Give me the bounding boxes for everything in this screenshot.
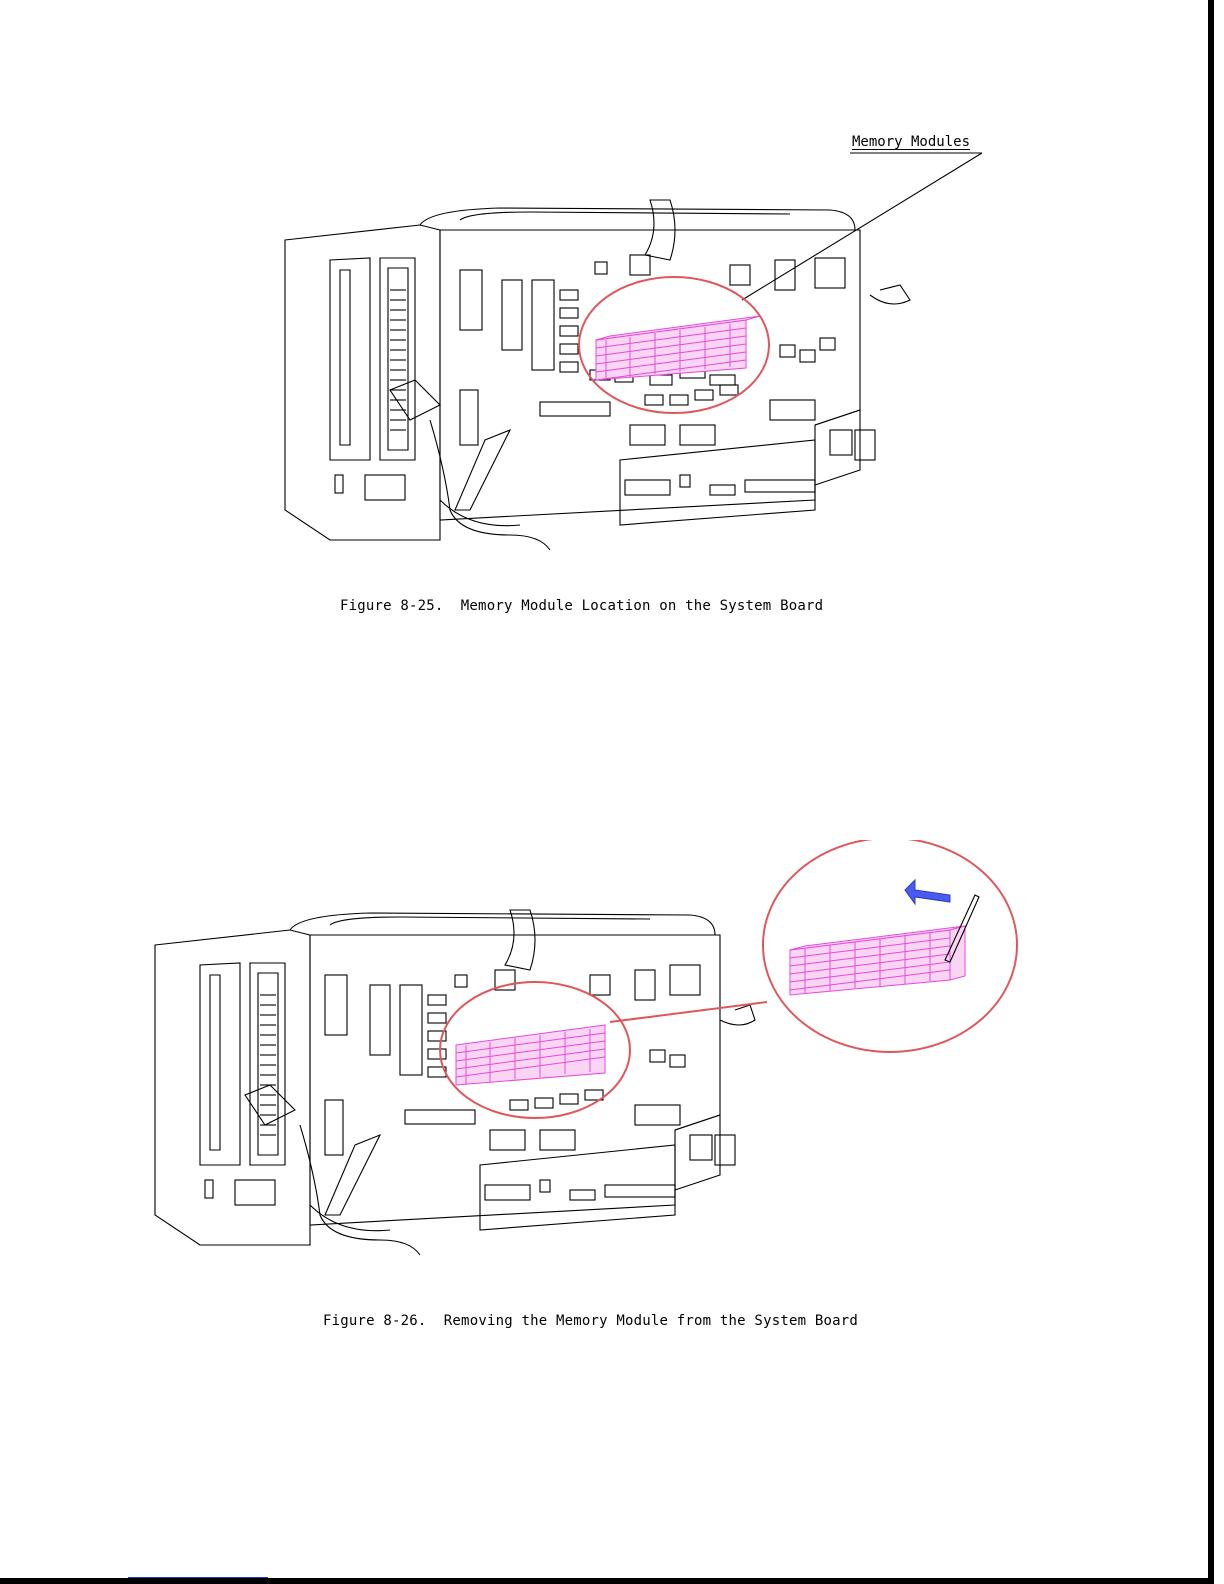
footer-link-rule <box>128 1577 268 1578</box>
figure-8-26-illustration <box>150 840 1030 1260</box>
figure-8-26-caption: Figure 8-26. Removing the Memory Module … <box>323 1313 858 1329</box>
removal-arrow-icon <box>905 880 950 904</box>
figure-8-25-caption: Figure 8-25. Memory Module Location on t… <box>340 598 823 614</box>
figure-8-25-illustration <box>270 140 990 570</box>
